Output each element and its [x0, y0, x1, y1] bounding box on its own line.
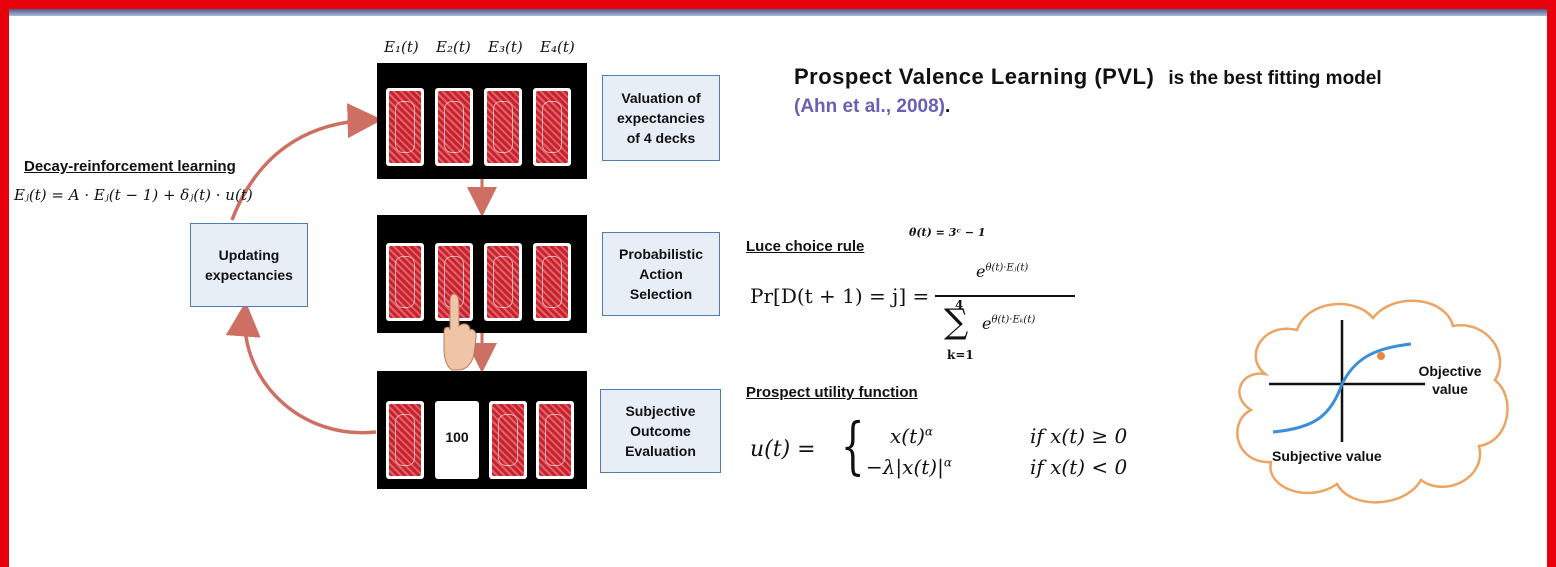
value-curve [1272, 342, 1412, 434]
arrow-evaluation-to-update [225, 301, 377, 435]
case1-expression: x(t)α [890, 424, 933, 448]
action-selection-box: Probabilistic Action Selection [602, 232, 720, 316]
headline-rest: is the best fitting model [1168, 68, 1382, 89]
sum-sign: ∑ [944, 302, 969, 342]
subjective-value-label: Subjective value [1272, 448, 1382, 464]
objective-value-label: Objective value [1418, 363, 1482, 397]
headline-bold: Prospect Valence Learning (PVL) [794, 64, 1155, 89]
citation-text: (Ahn et al., 2008) [794, 96, 945, 117]
deck-label-4: E₄(t) [540, 38, 575, 56]
slide-top-bar [9, 9, 1547, 16]
card-back [536, 401, 574, 479]
deck-label-2: E₂(t) [436, 38, 471, 56]
fraction-bar [935, 295, 1075, 297]
card-back [386, 401, 424, 479]
card-back [533, 88, 571, 166]
case2-condition: if x(t) < 0 [1030, 455, 1128, 479]
valuation-box: Valuation of expectancies of 4 decks [602, 75, 720, 161]
luce-title: Luce choice rule [746, 238, 865, 255]
case1-expr-text: x(t) [890, 424, 925, 448]
hand-pointer-icon [443, 293, 477, 371]
case1-condition: if x(t) ≥ 0 [1030, 424, 1128, 448]
decay-title: Decay-reinforcement learning [24, 158, 236, 175]
card-back [484, 243, 522, 321]
case2-expr-text: −λ|x(t)| [866, 455, 944, 479]
deck-label-3: E₃(t) [488, 38, 523, 56]
case2-expression: −λ|x(t)|α [866, 455, 952, 479]
sum-lower: k=1 [947, 348, 974, 362]
card-back [386, 243, 424, 321]
deck-row-action [377, 215, 587, 333]
case1-exponent: α [924, 424, 934, 439]
value-function-cloud [1236, 299, 1509, 504]
deck-label-1: E₁(t) [384, 38, 419, 56]
card-back [533, 243, 571, 321]
selected-card: 100 [435, 401, 479, 479]
selected-card-value: 100 [445, 429, 469, 445]
citation: (Ahn et al., 2008). [794, 96, 950, 118]
arrow-update-to-valuation [230, 103, 383, 221]
deck-row-valuation [377, 63, 587, 179]
reference-marker [1377, 352, 1385, 360]
card-back [489, 401, 527, 479]
theta-equation: θ(t) = 3ᶜ − 1 [909, 226, 986, 239]
case2-exponent: α [943, 455, 952, 470]
luce-numerator: eθ(t)·Eⱼ(t) [976, 262, 1029, 281]
updating-box: Updating expectancies [190, 223, 308, 307]
deck-row-evaluation: 100 [377, 371, 587, 489]
headline: Prospect Valence Learning (PVL) is the b… [794, 64, 1382, 90]
prospect-lhs: u(t) = [750, 437, 816, 462]
card-back [386, 88, 424, 166]
decay-equation: Eⱼ(t) = A · Eⱼ(t − 1) + δⱼ(t) · u(t) [14, 186, 253, 204]
left-brace: { [840, 409, 865, 482]
card-back [435, 88, 473, 166]
luce-denominator-exp: θ(t)·Eₖ(t) [991, 314, 1036, 326]
card-back [484, 88, 522, 166]
evaluation-box: Subjective Outcome Evaluation [600, 389, 721, 473]
cloud-shape [1236, 299, 1509, 504]
prospect-title: Prospect utility function [746, 384, 918, 401]
sum-upper: 4 [955, 298, 964, 312]
luce-numerator-exp: θ(t)·Eⱼ(t) [985, 262, 1029, 274]
citation-period: . [945, 96, 951, 117]
luce-denominator: eθ(t)·Eₖ(t) [982, 314, 1036, 333]
luce-lhs: Pr[D(t + 1) = j] = [750, 284, 930, 308]
